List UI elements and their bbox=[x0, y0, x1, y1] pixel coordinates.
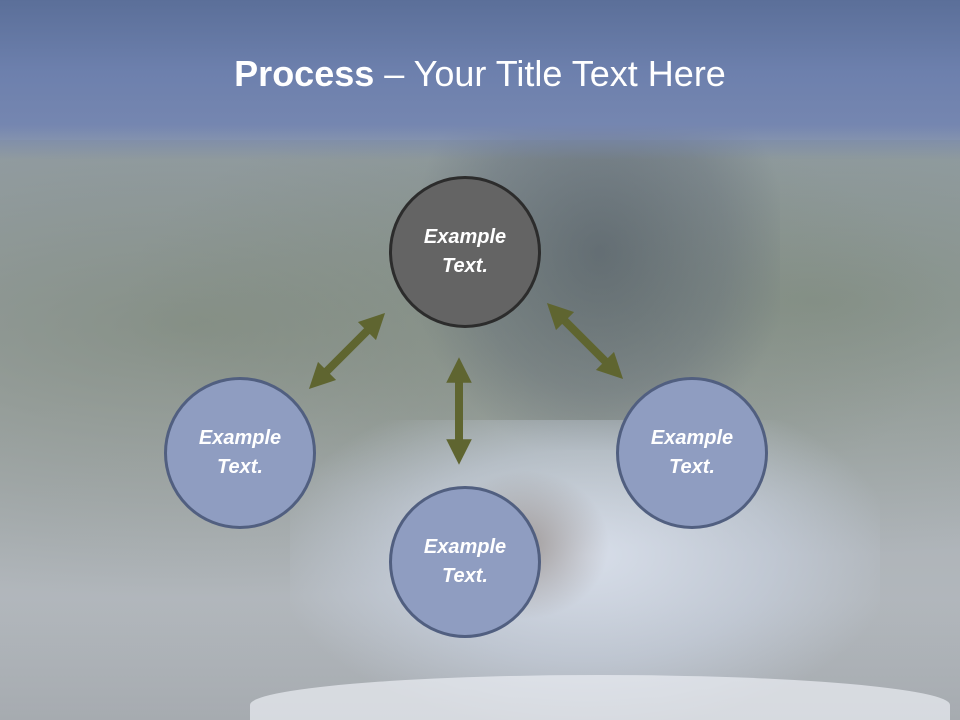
node-left-line2: Text. bbox=[217, 456, 263, 478]
process-node-top[interactable]: Example Text. bbox=[389, 176, 541, 328]
arrow-top-left bbox=[308, 312, 386, 390]
node-bottom-line1: Example bbox=[423, 536, 507, 558]
process-node-bottom[interactable]: Example Text. bbox=[389, 486, 541, 638]
node-bottom-line2: Text. bbox=[442, 565, 488, 587]
title-bold-part: Process bbox=[234, 53, 375, 94]
node-top-line2: Text. bbox=[442, 255, 488, 277]
node-right-line1: Example bbox=[650, 427, 734, 449]
arrow-top-right bbox=[546, 302, 624, 380]
process-node-left[interactable]: Example Text. bbox=[164, 377, 316, 529]
title-band bbox=[0, 0, 960, 160]
node-right-line2: Text. bbox=[669, 456, 715, 478]
node-left-line1: Example bbox=[198, 427, 282, 449]
process-node-right[interactable]: Example Text. bbox=[616, 377, 768, 529]
slide-title[interactable]: Process – Your Title Text Here bbox=[0, 52, 960, 96]
node-top-line1: Example bbox=[423, 226, 507, 248]
title-rest: – Your Title Text Here bbox=[374, 53, 726, 94]
